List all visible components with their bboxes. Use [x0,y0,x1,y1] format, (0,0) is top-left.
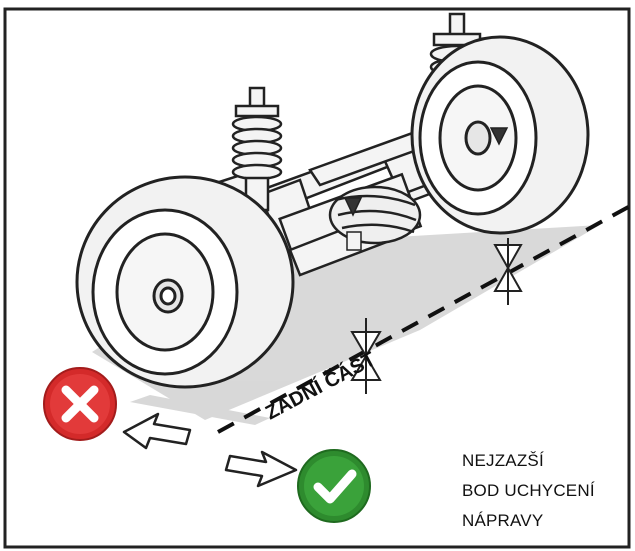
cross-icon [44,368,116,440]
differential-drum [330,187,420,243]
caption-line: NÁPRAVY [462,506,595,536]
caption-line: BOD UCHYCENÍ [462,476,595,506]
right-arrow [226,452,296,486]
check-icon [298,450,370,522]
axle-mount-caption: NEJZAZŠÍ BOD UCHYCENÍ NÁPRAVY [462,446,595,536]
caption-line: NEJZAZŠÍ [462,446,595,476]
left-wheel [77,177,293,387]
left-arrow [124,414,190,448]
direction-arrows [124,414,296,486]
